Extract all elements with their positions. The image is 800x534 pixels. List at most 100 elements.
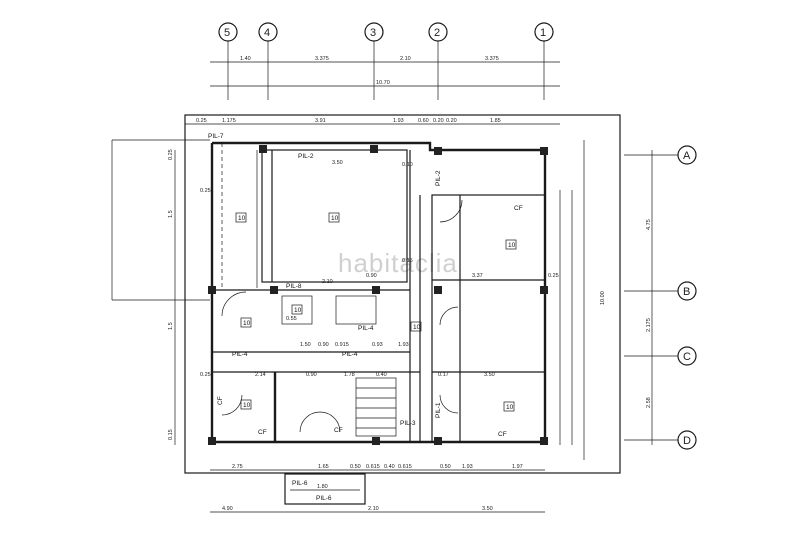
pillar-label-4a: PIL-4 (358, 325, 374, 332)
dim-top-r3-2: 1.175 (222, 118, 236, 124)
right-axis-markers: A B C D 4.75 10.00 2.175 2.58 (559, 140, 697, 460)
room-label-7: 10 (506, 404, 514, 411)
inner-dim-15: 0.15 (402, 258, 413, 264)
dim-top-1: 1.40 (240, 56, 251, 62)
axis-bubble-d (677, 430, 697, 450)
dim-top-r3-5: 0.60 (418, 118, 429, 124)
dim-top-r3-7: 0.20 (446, 118, 457, 124)
door-swings (221, 199, 463, 433)
right-dim-3: 2.175 (646, 318, 652, 332)
axis-bubble-b (677, 281, 697, 301)
dim-top-r3-4: 1.93 (393, 118, 404, 124)
inner-dim-20: 0.10 (402, 162, 413, 168)
dim-top-2: 3.375 (315, 56, 329, 62)
bottom-dim-4: 0.615 (366, 464, 380, 470)
room-label-1: 10 (238, 215, 246, 222)
top-dimensions: 1.40 3.375 2.10 3.375 10.70 0.25 1.175 3… (185, 56, 560, 125)
axis-bubble-c (677, 346, 697, 366)
pillar-label-4c: PIL-4 (342, 351, 358, 358)
axis-label-a: A (683, 150, 691, 162)
room-label-5: 10 (413, 324, 421, 331)
axis-label-1: 1 (540, 27, 546, 39)
pillar-label-8: PIL-8 (286, 283, 302, 290)
bottom-dim-5: 0.40 (384, 464, 395, 470)
right-dim-4: 2.58 (646, 397, 652, 408)
inner-dim-16: 0.93 (372, 342, 383, 348)
pillar-label-6a: PIL-6 (292, 480, 308, 487)
inner-dim-18: 0.25 (200, 188, 211, 194)
bottom-dim-9: 1.97 (512, 464, 523, 470)
room-label-8: 10 (294, 307, 302, 314)
dim-top-r3-3: 3.91 (315, 118, 326, 124)
svg-text:1.5: 1.5 (168, 322, 174, 330)
bottom-dim-7: 0.50 (440, 464, 451, 470)
room-label-4: 10 (243, 320, 251, 327)
structural-columns (208, 145, 548, 445)
inner-dim-9: 0.90 (306, 372, 317, 378)
pillar-label-2b: PIL-2 (435, 170, 442, 186)
dim-top-3: 2.10 (400, 56, 411, 62)
bottom-dim-6: 0.615 (398, 464, 412, 470)
axis-label-b: B (683, 286, 690, 298)
cf-label-1: CF (514, 205, 523, 212)
inner-dim-14: 3.37 (472, 273, 483, 279)
svg-text:0.15: 0.15 (168, 429, 174, 440)
room-label-6: 10 (243, 402, 251, 409)
bottom-dim-r2-1: 4.90 (222, 506, 233, 512)
axis-label-2: 2 (434, 27, 440, 39)
bottom-dimensions: 2.75 1.65 0.50 0.615 0.40 0.615 0.50 1.9… (210, 464, 545, 513)
exterior-left-lines: 0.25 1.5 1.5 0.15 (111, 139, 210, 445)
pillar-label-6b: PIL-6 (316, 495, 332, 502)
inner-dim-12: 0.17 (438, 372, 449, 378)
cf-label-2: CF (258, 429, 267, 436)
room-label-3: 10 (508, 242, 516, 249)
pillar-label-7: PIL-7 (208, 133, 224, 140)
pillar-labels: PIL-7 PIL-2 PIL-2 PIL-8 PIL-4 PIL-4 PIL-… (208, 133, 442, 502)
cf-label-4: CF (498, 431, 507, 438)
room-label-2: 10 (331, 215, 339, 222)
inner-dim-2: 0.55 (286, 316, 297, 322)
cf-labels: CF CF CF CF CF (217, 205, 523, 438)
inner-dim-7: 1.93 (398, 342, 409, 348)
room-labels: 10 10 10 10 10 10 10 10 (235, 212, 517, 412)
lot-boundary (184, 114, 621, 474)
axis-label-3: 3 (370, 27, 376, 39)
axis-bubble-a (677, 145, 697, 165)
pillar-label-3: PIL-3 (400, 420, 416, 427)
dim-top-4: 3.375 (485, 56, 499, 62)
inner-dim-8: 2.14 (255, 372, 266, 378)
inner-dim-13: 3.50 (484, 372, 495, 378)
axis-label-5: 5 (224, 27, 230, 39)
bottom-dim-pit: 1.80 (317, 484, 328, 490)
dim-top-r3-1: 0.25 (196, 118, 207, 124)
right-dim-1: 4.75 (646, 219, 652, 230)
dim-top-total: 10.70 (376, 80, 390, 86)
dim-top-r3-8: 1.85 (490, 118, 501, 124)
bottom-dim-3: 0.50 (350, 464, 361, 470)
inner-dim-11: 0.40 (376, 372, 387, 378)
bottom-dim-r2-2: 2.10 (368, 506, 379, 512)
inner-dimensions: 3.50 0.55 0.90 1.50 0.90 0.915 1.93 2.14… (200, 160, 559, 378)
axis-label-d: D (683, 435, 691, 447)
bottom-dim-1: 2.75 (232, 464, 243, 470)
svg-text:1.5: 1.5 (168, 210, 174, 218)
right-dim-2: 10.00 (600, 291, 606, 305)
cf-label-5: CF (217, 396, 224, 405)
dim-top-r3-6: 0.20 (433, 118, 444, 124)
inner-dim-5: 0.90 (318, 342, 329, 348)
inner-dim-10: 1.78 (344, 372, 355, 378)
svg-text:0.25: 0.25 (168, 149, 174, 160)
bottom-dim-2: 1.65 (318, 464, 329, 470)
pillar-label-4b: PIL-4 (232, 351, 248, 358)
watermark-text: habitaclia (338, 248, 458, 278)
pillar-label-1: PIL-1 (435, 402, 442, 418)
axis-label-c: C (683, 351, 691, 363)
inner-dim-17: 0.25 (200, 372, 211, 378)
inner-dim-3: 0.90 (366, 273, 377, 279)
inner-dim-4: 1.50 (300, 342, 311, 348)
axis-label-4: 4 (264, 27, 270, 39)
bottom-dim-8: 1.93 (462, 464, 473, 470)
cf-label-3: CF (334, 427, 343, 434)
bottom-dim-r2-3: 3.50 (482, 506, 493, 512)
